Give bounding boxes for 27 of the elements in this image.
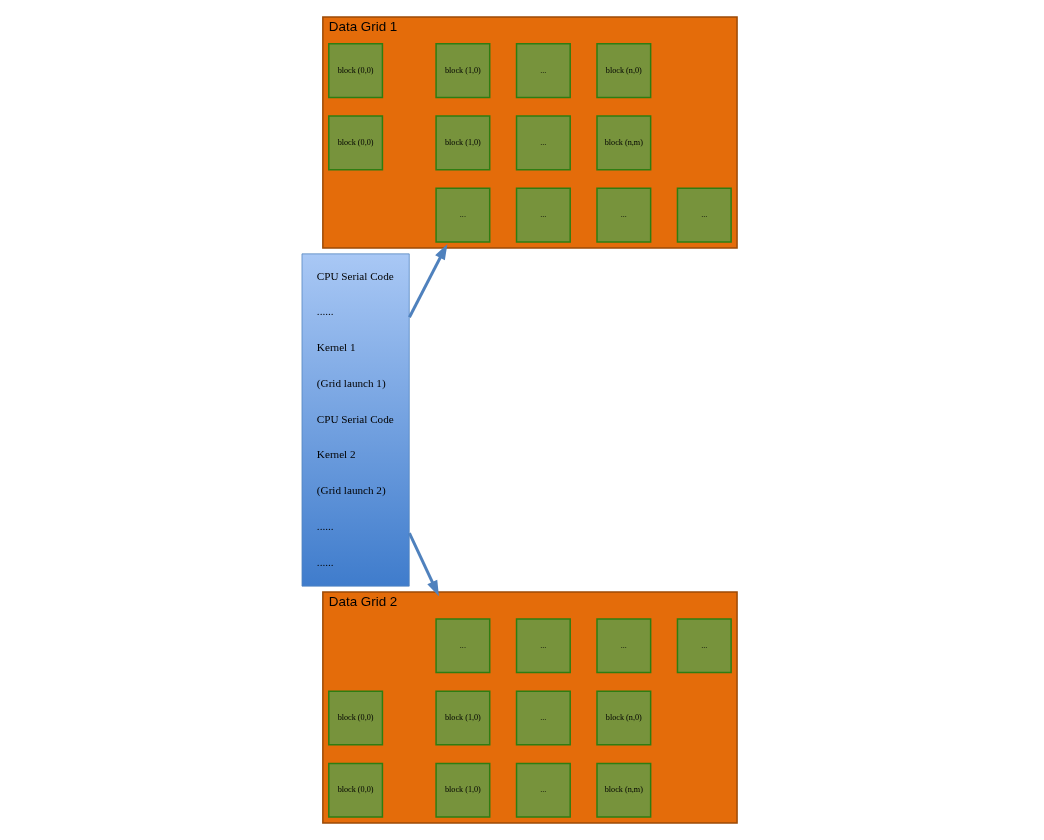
node-box: block (0,0): [327, 43, 383, 99]
node-box: block (n,m): [595, 115, 651, 171]
node-box: ...: [595, 187, 651, 243]
node-box: ...: [434, 618, 490, 674]
node-box: block (1,0): [434, 690, 490, 746]
node-box: block (0,0): [327, 762, 383, 818]
arrow: [407, 532, 439, 597]
node-box: ...: [515, 43, 571, 99]
node-box: block (1,0): [434, 762, 490, 818]
node-box: ...: [515, 187, 571, 243]
node-box: ...: [515, 762, 571, 818]
node-box: ...: [676, 618, 732, 674]
node-box: ...: [515, 115, 571, 171]
node-box: ...: [515, 690, 571, 746]
node-box: CPU Serial Code ...... Kernel 1 (Grid launch 1) CPU Serial Code Kernel 2 (Grid launch 2) ...... ......: [301, 253, 410, 587]
node-box: block (1,0): [434, 43, 490, 99]
arrow: [407, 243, 447, 318]
node-box: block (n,0): [595, 690, 651, 746]
node-box: ...: [434, 187, 490, 243]
node-box: ...: [595, 618, 651, 674]
node-box: ...: [515, 618, 571, 674]
node-box: block (0,0): [327, 690, 383, 746]
node-box: block (0,0): [327, 115, 383, 171]
node-box: block (n,m): [595, 762, 651, 818]
node-box: block (n,0): [595, 43, 651, 99]
node-box: ...: [676, 187, 732, 243]
node-box: block (1,0): [434, 115, 490, 171]
